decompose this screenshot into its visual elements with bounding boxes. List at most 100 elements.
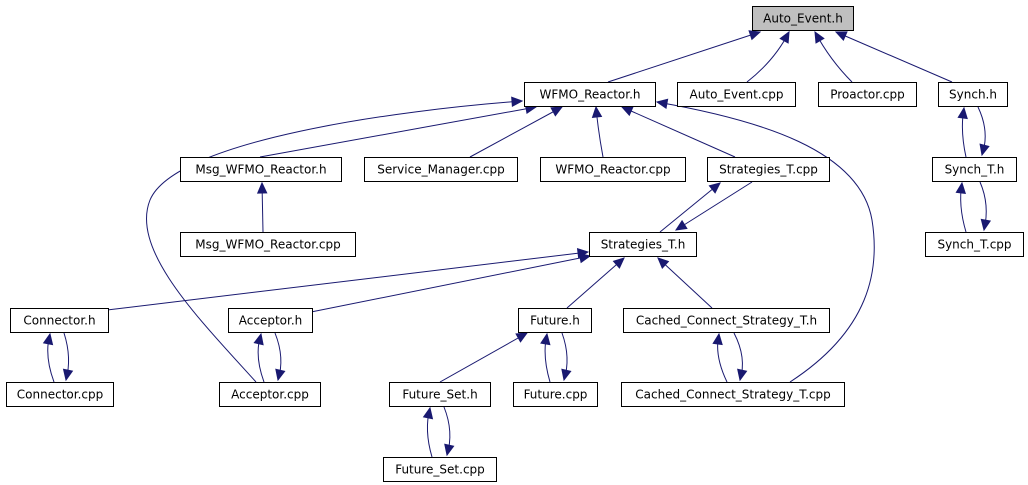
node-box[interactable] xyxy=(228,308,313,333)
arrowhead-icon xyxy=(550,106,564,117)
edge-connector-h-to-connector-cpp xyxy=(62,332,74,382)
arrowhead-icon xyxy=(540,332,551,346)
node-wfmo-reactor-cpp[interactable]: WFMO_Reactor.cpp xyxy=(540,157,686,182)
node-box[interactable] xyxy=(677,82,796,107)
node-strategies-t-h[interactable]: Strategies_T.h xyxy=(589,232,697,257)
node-label: Synch_T.h xyxy=(945,163,1005,177)
edge-line xyxy=(659,182,721,233)
node-box[interactable] xyxy=(219,382,321,407)
node-acceptor-h[interactable]: Acceptor.h xyxy=(228,308,313,333)
node-box[interactable] xyxy=(818,82,917,107)
arrowhead-icon xyxy=(62,368,74,382)
node-box[interactable] xyxy=(6,382,114,407)
node-future-set-cpp[interactable]: Future_Set.cpp xyxy=(383,457,497,482)
node-box[interactable] xyxy=(389,382,491,407)
edge-acceptor-h-to-acceptor-cpp xyxy=(274,332,286,382)
node-cached-connect-strategy-t-cpp[interactable]: Cached_Connect_Strategy_T.cpp xyxy=(621,382,845,407)
node-label: Msg_WFMO_Reactor.h xyxy=(195,163,326,177)
node-box[interactable] xyxy=(623,308,830,333)
edge-synch-h-to-synch-t-h xyxy=(977,106,990,157)
edge-line xyxy=(259,106,537,158)
edge-service-manager-cpp-to-wfmo-reactor-h xyxy=(469,106,564,158)
node-auto-event-h[interactable]: Auto_Event.h xyxy=(752,6,854,31)
arrowhead-icon xyxy=(834,31,848,41)
edge-line xyxy=(675,181,753,231)
edge-future-h-to-future-cpp xyxy=(561,332,572,382)
arrowhead-icon xyxy=(578,252,592,264)
node-msg-wfmo-reactor-cpp[interactable]: Msg_WFMO_Reactor.cpp xyxy=(180,232,356,257)
arrowhead-icon xyxy=(515,332,529,343)
arrowhead-icon xyxy=(422,406,434,420)
arrowhead-icon xyxy=(275,368,286,382)
node-box[interactable] xyxy=(589,232,697,257)
edge-synch-t-cpp-to-synch-t-h xyxy=(955,181,967,233)
arrowhead-icon xyxy=(620,106,634,117)
edge-line xyxy=(657,257,713,309)
node-box[interactable] xyxy=(524,82,656,107)
node-box[interactable] xyxy=(10,308,109,333)
arrowhead-icon xyxy=(253,332,264,346)
edge-wfmo-reactor-h-to-auto-event-h xyxy=(607,30,762,83)
node-proactor-cpp[interactable]: Proactor.cpp xyxy=(818,82,917,107)
arrowhead-icon xyxy=(511,96,524,108)
node-synch-t-cpp[interactable]: Synch_T.cpp xyxy=(925,232,1024,257)
edge-line xyxy=(607,31,761,83)
edge-line xyxy=(439,332,528,383)
node-future-cpp[interactable]: Future.cpp xyxy=(513,382,598,407)
node-box[interactable] xyxy=(180,232,356,257)
arrowhead-icon xyxy=(561,368,572,382)
node-service-manager-cpp[interactable]: Service_Manager.cpp xyxy=(364,157,518,182)
arrowhead-icon xyxy=(612,257,625,269)
node-label: Msg_WFMO_Reactor.cpp xyxy=(195,238,340,252)
node-connector-h[interactable]: Connector.h xyxy=(10,308,109,333)
node-box[interactable] xyxy=(752,6,854,31)
node-box[interactable] xyxy=(364,157,518,182)
node-box[interactable] xyxy=(925,232,1024,257)
node-strategies-t-cpp[interactable]: Strategies_T.cpp xyxy=(707,157,830,182)
node-label: Service_Manager.cpp xyxy=(377,163,505,177)
node-box[interactable] xyxy=(621,382,845,407)
node-synch-t-h[interactable]: Synch_T.h xyxy=(932,157,1017,182)
node-box[interactable] xyxy=(540,157,686,182)
node-acceptor-cpp[interactable]: Acceptor.cpp xyxy=(219,382,321,407)
arrowhead-icon xyxy=(955,181,966,195)
edge-cached-connect-strategy-t-cpp-to-cached-connect-strategy-t-h xyxy=(712,332,728,383)
node-box[interactable] xyxy=(707,157,830,182)
node-box[interactable] xyxy=(932,157,1017,182)
edge-wfmo-reactor-cpp-to-wfmo-reactor-h xyxy=(591,105,604,158)
node-auto-event-cpp[interactable]: Auto_Event.cpp xyxy=(677,82,796,107)
node-label: WFMO_Reactor.h xyxy=(540,88,641,102)
node-msg-wfmo-reactor-h[interactable]: Msg_WFMO_Reactor.h xyxy=(180,157,342,182)
arrowhead-icon xyxy=(444,443,455,457)
edge-line xyxy=(469,106,563,158)
node-box[interactable] xyxy=(518,308,592,333)
node-label: Proactor.cpp xyxy=(830,88,905,102)
edge-future-set-cpp-to-future-set-h xyxy=(422,406,434,458)
edge-cached-connect-strategy-t-cpp-to-wfmo-reactor-h xyxy=(655,98,875,383)
node-box[interactable] xyxy=(383,457,497,482)
node-label: Future.cpp xyxy=(524,388,588,402)
node-future-set-h[interactable]: Future_Set.h xyxy=(389,382,491,407)
arrowhead-icon xyxy=(814,30,825,44)
edge-synch-h-to-auto-event-h xyxy=(834,31,953,83)
arrowhead-icon xyxy=(674,219,688,231)
edge-connector-h-to-strategies-t-h xyxy=(106,248,590,311)
node-box[interactable] xyxy=(513,382,598,407)
node-wfmo-reactor-h[interactable]: WFMO_Reactor.h xyxy=(524,82,656,107)
edge-cached-connect-strategy-t-h-to-strategies-t-h xyxy=(657,257,713,309)
node-box[interactable] xyxy=(938,82,1008,107)
edge-acceptor-cpp-to-wfmo-reactor-h xyxy=(146,96,524,383)
edge-strategies-t-cpp-to-strategies-t-h xyxy=(674,181,753,231)
edge-connector-cpp-to-connector-h xyxy=(42,332,55,383)
node-box[interactable] xyxy=(180,157,342,182)
node-cached-connect-strategy-t-h[interactable]: Cached_Connect_Strategy_T.h xyxy=(623,308,830,333)
edge-line xyxy=(656,101,875,383)
node-synch-h[interactable]: Synch.h xyxy=(938,82,1008,107)
node-connector-cpp[interactable]: Connector.cpp xyxy=(6,382,114,407)
edge-future-cpp-to-future-h xyxy=(540,332,551,383)
node-future-h[interactable]: Future.h xyxy=(518,308,592,333)
node-label: Cached_Connect_Strategy_T.h xyxy=(636,314,817,328)
node-label: WFMO_Reactor.cpp xyxy=(555,163,670,177)
